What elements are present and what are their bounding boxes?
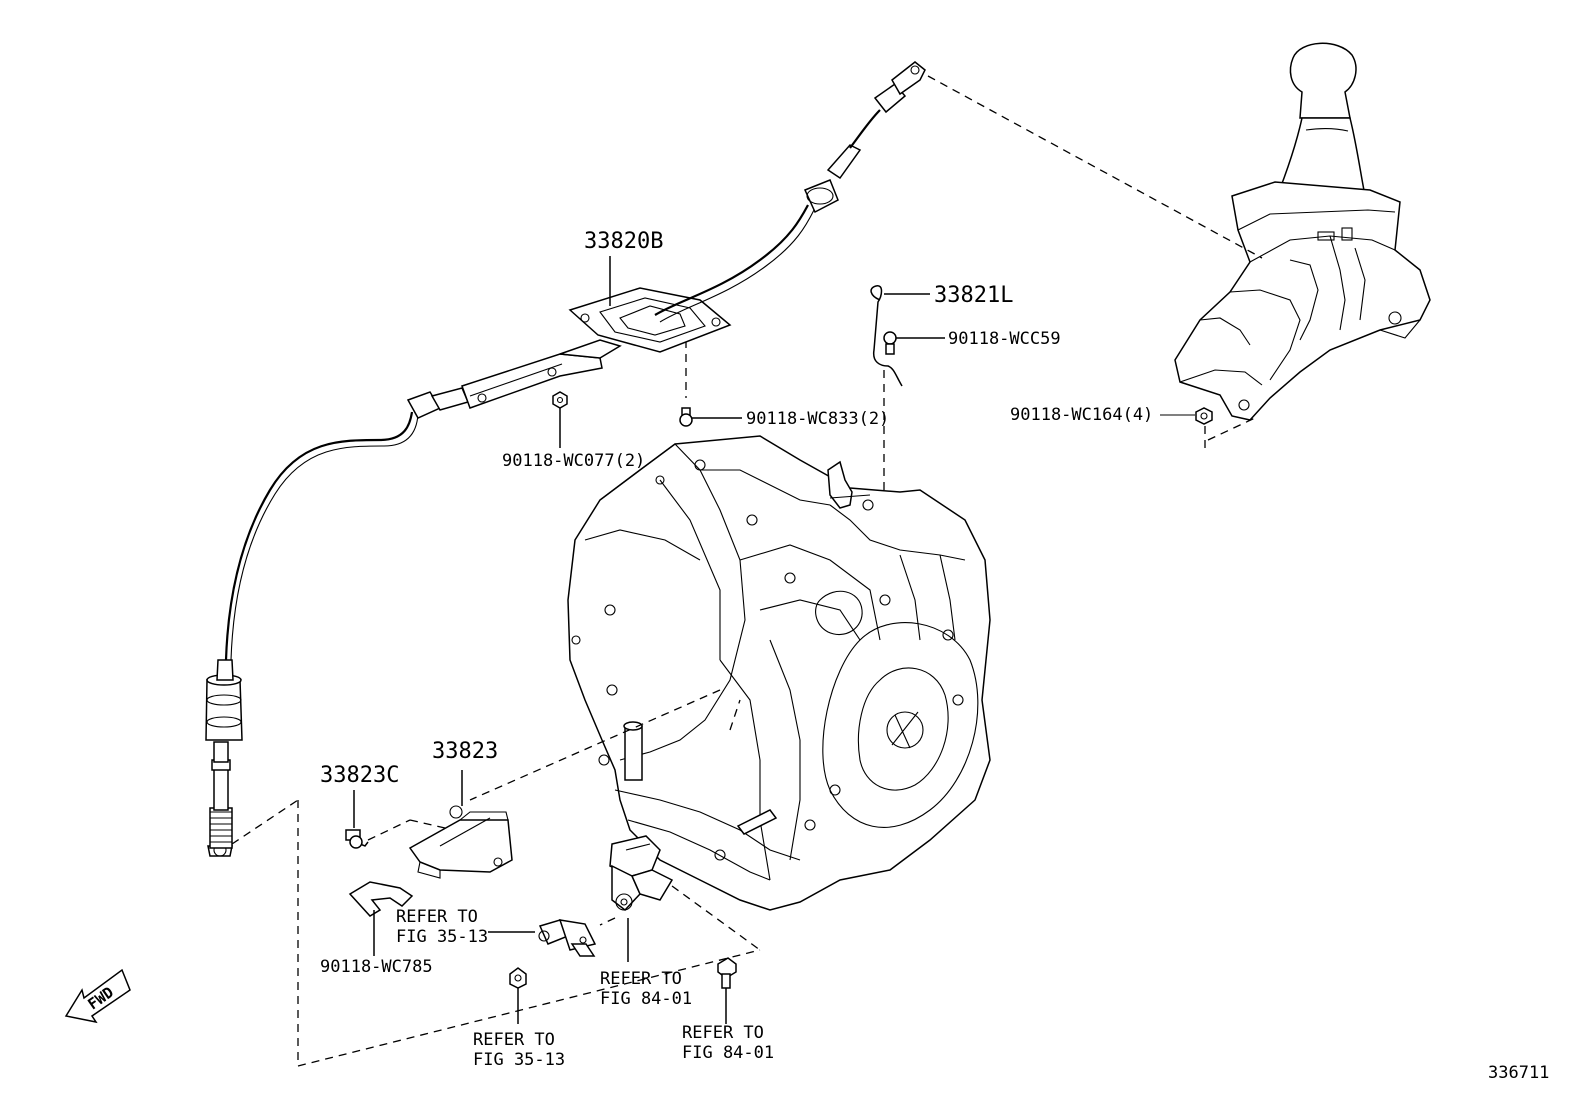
label-90118-wc785: 90118-WC785 xyxy=(320,957,433,977)
label-refer4-line1: REFER TO xyxy=(682,1023,764,1043)
bolt-wcc59[interactable] xyxy=(883,331,897,355)
shift-lever-assembly[interactable] xyxy=(1174,42,1431,421)
label-90118-wc164: 90118-WC164(4) xyxy=(1010,405,1153,425)
label-33823: 33823 xyxy=(432,739,498,764)
pin-refer-35-13[interactable] xyxy=(538,919,597,957)
label-refer4-line2: FIG 84-01 xyxy=(682,1043,774,1063)
transmission-case xyxy=(567,435,991,911)
bracket-33823[interactable] xyxy=(408,805,513,879)
nut-refer-35-13[interactable] xyxy=(509,967,527,989)
figure-number: 336711 xyxy=(1488,1063,1549,1083)
label-refer2-line1: REFER TO xyxy=(600,969,682,989)
label-33820b: 33820B xyxy=(584,229,663,254)
label-refer3-line1: REFER TO xyxy=(473,1030,555,1050)
clip-33821L[interactable] xyxy=(870,285,903,387)
label-33823c: 33823C xyxy=(320,763,399,788)
label-refer1-line2: FIG 35-13 xyxy=(396,927,488,947)
neutral-switch-refer-84-01[interactable] xyxy=(609,835,674,912)
nut-wc164[interactable] xyxy=(1195,407,1213,425)
bolt-33823c[interactable] xyxy=(345,829,369,849)
label-90118-wc833: 90118-WC833(2) xyxy=(746,409,889,429)
clip-wc785[interactable] xyxy=(348,881,414,917)
label-refer1-line1: REFER TO xyxy=(396,907,478,927)
shift-cable[interactable] xyxy=(205,61,926,857)
label-refer2-line2: FIG 84-01 xyxy=(600,989,692,1009)
label-refer3-line2: FIG 35-13 xyxy=(473,1050,565,1070)
bolt-refer-84-01[interactable] xyxy=(717,957,737,989)
bolt-wc833[interactable] xyxy=(679,407,693,427)
label-90118-wcc59: 90118-WCC59 xyxy=(948,329,1061,349)
fwd-arrow-icon: FWD xyxy=(64,968,131,1024)
label-33821l: 33821L xyxy=(934,283,1013,308)
label-90118-wc077: 90118-WC077(2) xyxy=(502,451,645,471)
nut-wc077[interactable] xyxy=(552,391,568,409)
